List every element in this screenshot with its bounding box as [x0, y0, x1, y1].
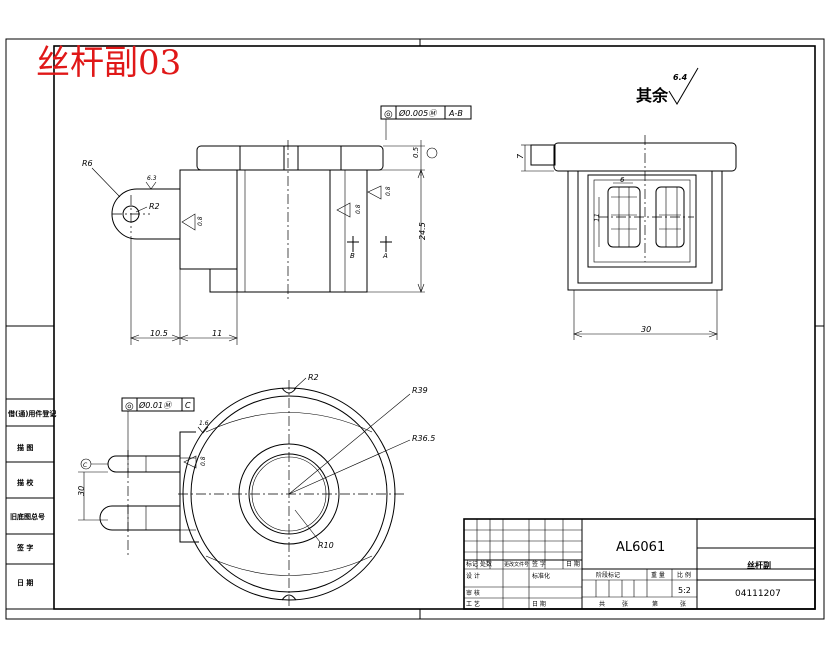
- side-table-cell: 描 图: [17, 443, 33, 452]
- front-dim-245: 24.5: [418, 222, 427, 240]
- top-roughness-b: 0.8: [200, 456, 207, 466]
- front-main-body: [236, 169, 368, 293]
- front-left-block: [179, 169, 238, 270]
- side-table-cell: 借(通)用件登记: [7, 409, 56, 418]
- tb-stage-label: 阶段标记: [596, 571, 620, 579]
- front-dim-05: 0.5: [412, 146, 420, 158]
- front-datum-a: A: [380, 236, 392, 260]
- side-table-cell: 旧底图总号: [10, 512, 45, 521]
- side-table-cell: 签 字: [16, 543, 33, 552]
- top-tol-datum: C: [185, 401, 191, 410]
- tb-process-label: 工 艺: [466, 600, 480, 608]
- tb-design-label: 设 计: [466, 572, 480, 580]
- svg-text:C: C: [83, 462, 88, 469]
- top-tol-value: Ø0.01Ⓜ: [138, 400, 173, 410]
- tb-drawing-no: 04111207: [735, 589, 781, 599]
- roughness-note-value: 6.4: [673, 73, 688, 82]
- side-dim-6: 6: [620, 176, 625, 184]
- front-radius-r6: R6: [82, 159, 93, 168]
- top-lug-upper: [107, 455, 180, 473]
- top-dim-30: 30: [77, 486, 86, 496]
- front-roughness-a: 6.3: [147, 175, 157, 182]
- front-geo-tolerance-frame: ◎ Ø0.005Ⓜ A-B: [380, 105, 472, 140]
- tb-scale-label: 比 例: [677, 571, 691, 579]
- tb-review-label: 审 核: [466, 589, 480, 597]
- front-dim-105: 10.5: [150, 329, 168, 338]
- side-stub: [530, 144, 556, 166]
- tb-weight-label: 重 量: [651, 571, 665, 579]
- side-dim-7: 7: [516, 153, 525, 159]
- top-radius-r2: R2: [308, 373, 319, 382]
- tb-material: AL6061: [616, 540, 665, 555]
- front-tol-value: Ø0.005Ⓜ: [398, 108, 438, 118]
- top-tol-symbol: ◎: [125, 401, 134, 412]
- drawing-title: 丝杆副03: [36, 43, 181, 83]
- tb-date-label: 日 期: [532, 600, 546, 608]
- side-body: [567, 171, 723, 291]
- outer-border: [5, 38, 825, 620]
- front-view: ◎ Ø0.005Ⓜ A-B R6 R2 6.3: [82, 105, 472, 345]
- tb-sheet-label: 第: [652, 600, 658, 608]
- front-roughness-c: 0.8: [355, 204, 362, 214]
- tb-part-name: 丝杆副: [747, 560, 771, 570]
- tb-row-label: 更改文件号: [504, 561, 529, 568]
- roughness-note-label: 其余: [636, 86, 669, 105]
- side-dim-11: 11: [593, 213, 601, 222]
- general-roughness-note: 其余 6.4: [636, 67, 699, 105]
- front-roughness-d: 0.8: [385, 186, 392, 196]
- top-radius-r365: R36.5: [412, 434, 435, 443]
- top-radius-r10: R10: [318, 541, 334, 550]
- front-radius-r2: R2: [149, 202, 160, 211]
- top-radius-r39: R39: [412, 386, 428, 395]
- top-geo-tolerance-frame: ◎ Ø0.01Ⓜ C: [121, 397, 195, 458]
- tb-row-label: 日 期: [566, 560, 580, 568]
- roughness-symbol: [668, 67, 699, 105]
- front-datum-b: B: [347, 236, 359, 260]
- svg-text:A: A: [382, 252, 388, 260]
- front-top-cap: [196, 145, 384, 171]
- front-lug: [111, 188, 180, 240]
- tb-sheet-label: 张: [680, 600, 686, 608]
- front-tol-datum: A-B: [448, 109, 463, 118]
- tb-row-label: 签 字: [532, 560, 546, 568]
- inner-frame: [53, 45, 816, 610]
- side-window: [587, 174, 697, 268]
- top-lug-lower: [99, 505, 180, 531]
- top-datum-c: C: [80, 458, 108, 470]
- top-view: ◎ Ø0.01Ⓜ C C: [77, 373, 435, 608]
- front-dim-11: 11: [212, 329, 222, 338]
- tb-row-label: 标记: [466, 560, 478, 568]
- top-bracket: [179, 431, 199, 543]
- side-dim-30: 30: [641, 325, 651, 334]
- tb-sheet-label: 张: [622, 600, 628, 608]
- front-roughness-b: 0.8: [197, 216, 204, 226]
- top-roughness-a: 1.6: [199, 420, 209, 427]
- side-view: 7 6 11 30: [516, 135, 737, 340]
- front-tol-symbol: ◎: [384, 109, 393, 120]
- tb-sheet-label: 共: [599, 600, 605, 608]
- tb-row-label: 处数: [480, 560, 492, 568]
- left-side-table: 借(通)用件登记 描 图 描 校 旧底图总号 签 字 日 期: [5, 398, 56, 610]
- side-table-cell: 描 校: [17, 478, 34, 487]
- tb-standard-label: 标准化: [532, 572, 550, 580]
- svg-text:B: B: [350, 252, 355, 260]
- front-lower-step: [209, 268, 238, 293]
- title-block: 标记 处数 更改文件号 签 字 日 期 设 计 标准化 审 核 工 艺 日 期 …: [463, 518, 816, 610]
- side-table-cell: 日 期: [17, 578, 33, 587]
- tb-scale-value: 5:2: [678, 586, 691, 595]
